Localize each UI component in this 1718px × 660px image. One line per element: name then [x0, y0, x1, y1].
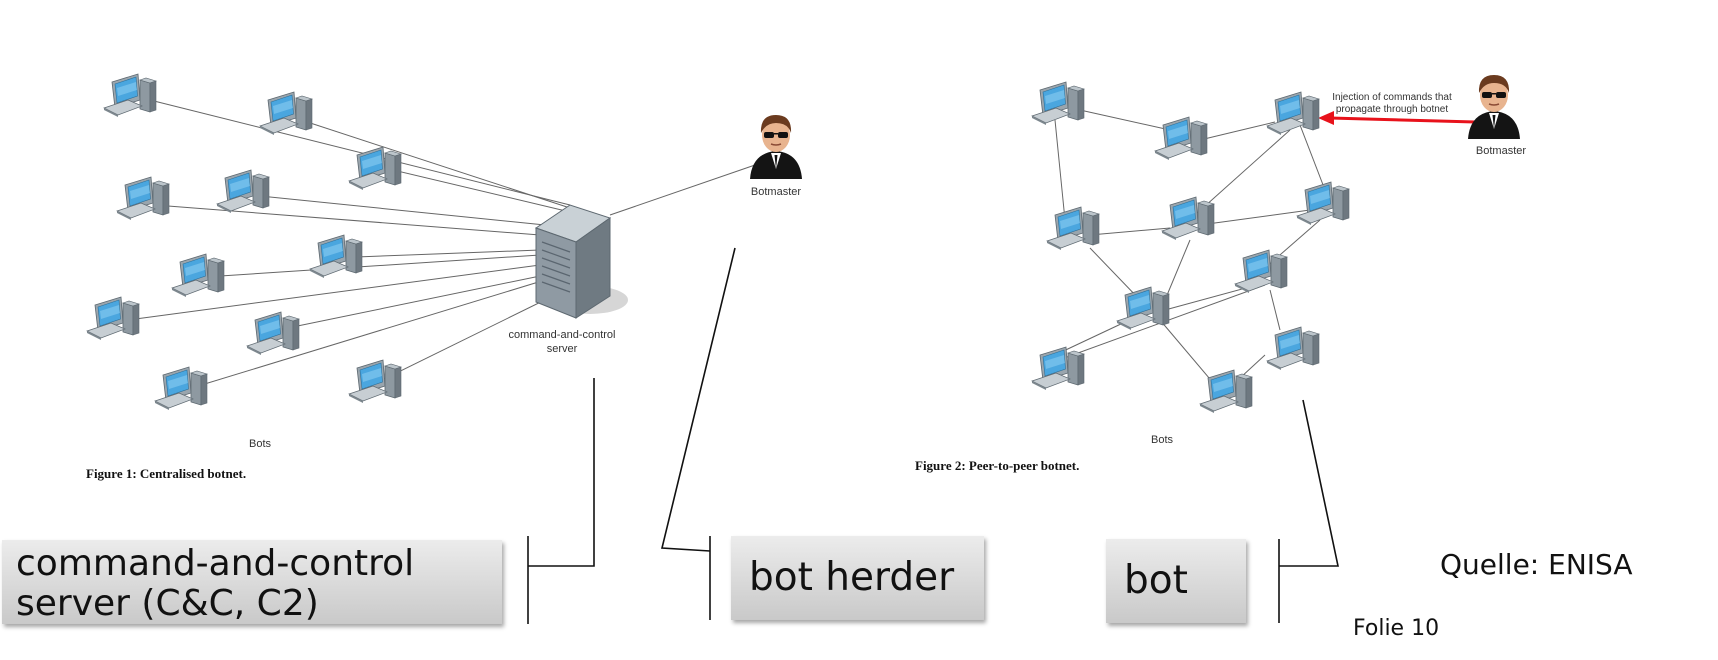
botmaster-label: Botmaster: [1476, 145, 1526, 157]
bot-pointer: [1279, 399, 1339, 567]
slide-number: Folie 10: [1353, 616, 1440, 641]
bots-label: Bots: [1151, 434, 1174, 446]
bot-term: bot: [1124, 558, 1188, 603]
figure2-caption: Figure 2: Peer-to-peer botnet.: [915, 458, 1079, 473]
figure-centralised-botnet: command-and-control server Botmaster Bot…: [75, 58, 805, 481]
bot-herder-term-box: bot herder: [731, 536, 984, 620]
bots-label: Bots: [249, 438, 272, 450]
server-label: server: [547, 343, 578, 355]
figure1-caption: Figure 1: Centralised botnet.: [86, 466, 246, 481]
source-credit: Quelle: ENISA: [1440, 548, 1633, 581]
server-icon: [534, 204, 628, 319]
injection-label: propagate through botnet: [1336, 104, 1449, 115]
cc-pointer: [528, 378, 595, 567]
injection-label: Injection of commands that: [1332, 92, 1452, 103]
cc-server-term: command-and-control: [16, 543, 415, 584]
herder-pointer: [660, 247, 736, 552]
botmaster-label: Botmaster: [751, 186, 801, 198]
injection-arrow: [1318, 111, 1476, 125]
cc-server-term-box: command-and-control server (C&C, C2): [2, 540, 502, 624]
bot-herder-term: bot herder: [749, 555, 955, 600]
figure1-edges: [127, 99, 756, 391]
server-label: command-and-control: [509, 329, 616, 341]
annotation-brackets: [527, 247, 1339, 624]
bot-term-box: bot: [1106, 539, 1246, 623]
figure2-edges: [1044, 109, 1326, 386]
cc-server-term-abbrev: server (C&C, C2): [16, 583, 319, 624]
figure-peer-to-peer-botnet: Injection of commands that propagate thr…: [915, 58, 1570, 473]
